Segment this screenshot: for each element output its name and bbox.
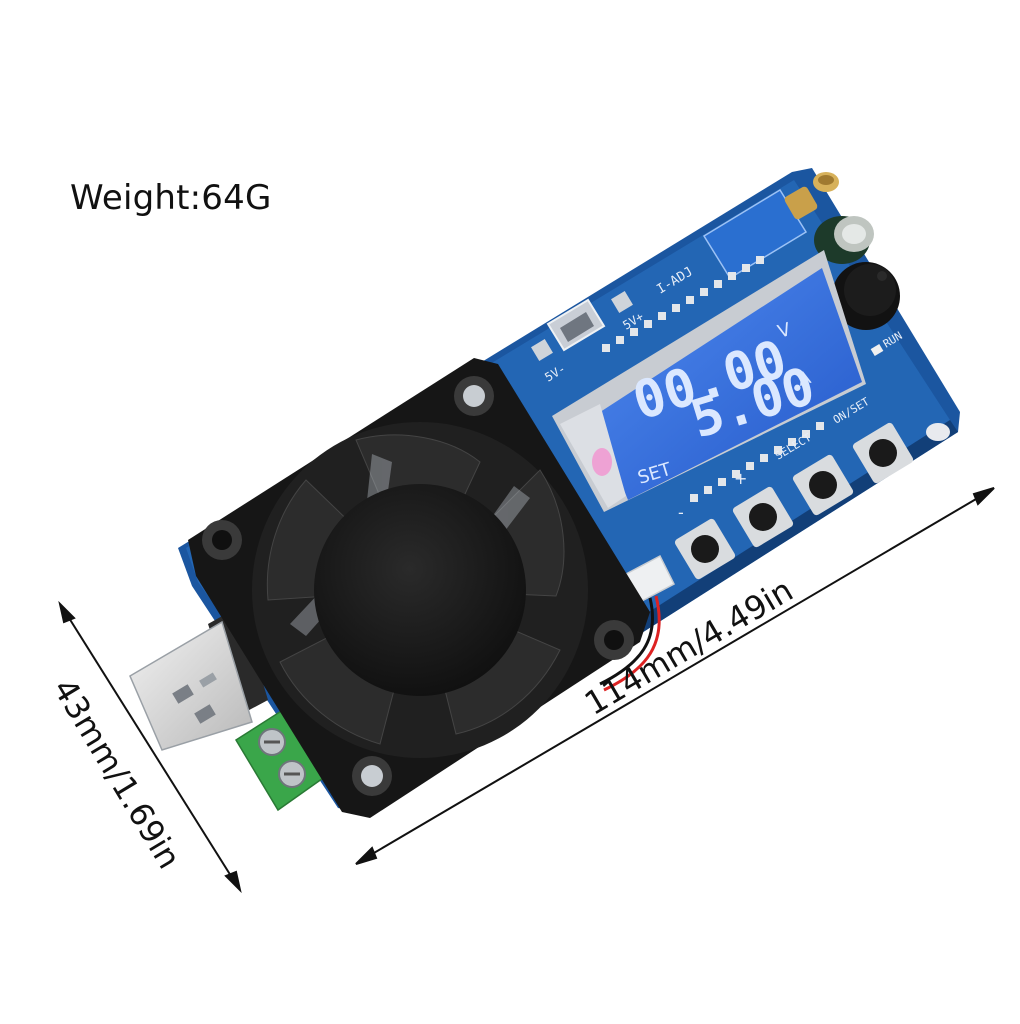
run-led bbox=[870, 343, 884, 357]
tactile-button-minus bbox=[674, 518, 736, 580]
lcd-display bbox=[552, 250, 866, 512]
potentiometer-icon bbox=[702, 172, 839, 280]
buzzer-icon bbox=[832, 262, 900, 330]
cooling-fan-icon bbox=[188, 358, 650, 818]
pcb-label-plus: + bbox=[734, 469, 747, 488]
capacitor bbox=[814, 216, 874, 264]
length-dimension-line bbox=[355, 487, 995, 865]
width-dimension-line bbox=[58, 600, 242, 894]
corner-pad bbox=[926, 423, 950, 441]
pcb-label-minus: - bbox=[678, 503, 684, 522]
tactile-button-plus bbox=[732, 486, 794, 548]
usb-a-plug-icon bbox=[129, 606, 268, 751]
tactile-button-onset bbox=[852, 422, 914, 484]
weight-label: Weight:64G bbox=[70, 178, 272, 218]
screw-terminal-icon bbox=[234, 706, 327, 812]
tactile-button-select bbox=[792, 454, 854, 516]
header-pins bbox=[602, 256, 824, 502]
fan-connector bbox=[599, 554, 675, 692]
micro-usb-port bbox=[546, 298, 606, 352]
